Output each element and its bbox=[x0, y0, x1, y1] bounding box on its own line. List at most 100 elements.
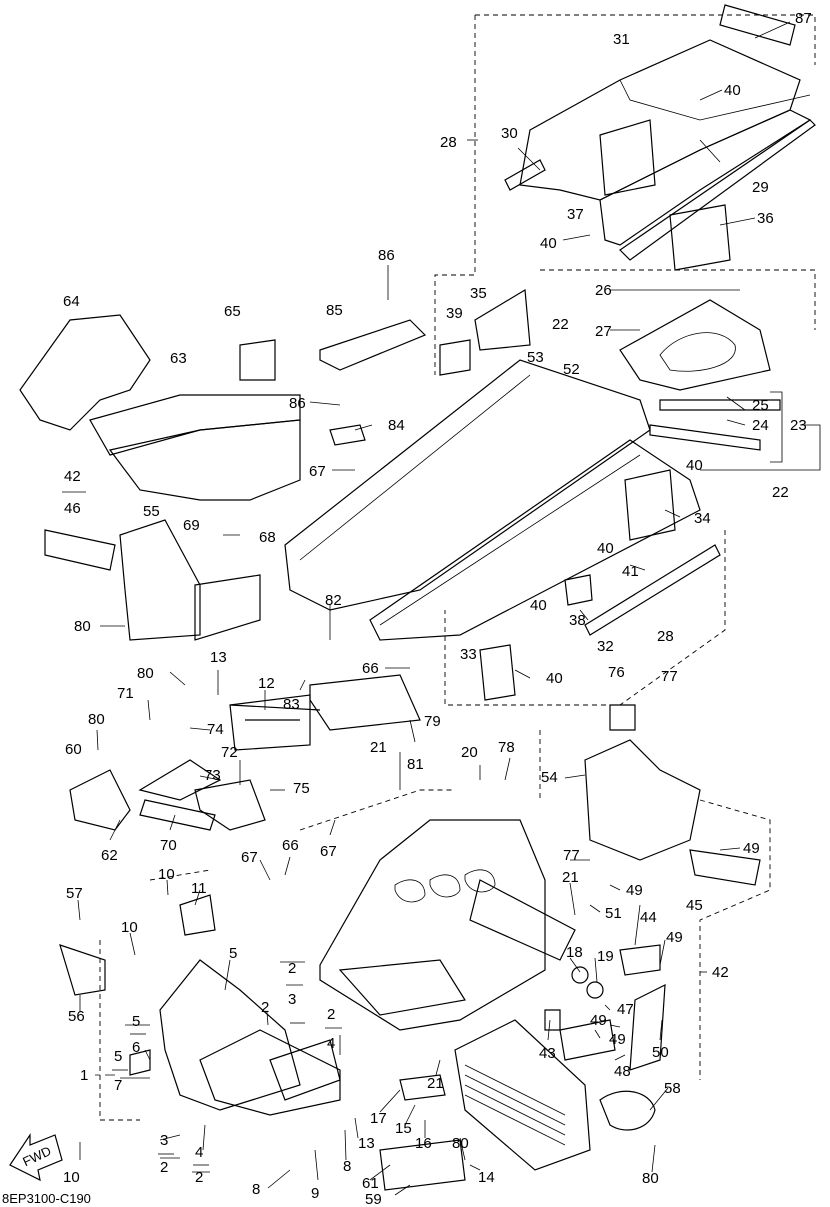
callout-20: 20 bbox=[461, 744, 478, 761]
callout-21: 21 bbox=[427, 1075, 444, 1092]
callout-45: 45 bbox=[686, 897, 703, 914]
callout-21: 21 bbox=[562, 869, 579, 886]
callout-30: 30 bbox=[501, 125, 518, 142]
fwd-arrow-icon: FWD bbox=[9, 1133, 63, 1182]
callout-3: 3 bbox=[160, 1132, 168, 1149]
part-misc-hardware bbox=[129, 704, 666, 1076]
callout-10: 10 bbox=[121, 919, 138, 936]
callout-5: 5 bbox=[132, 1013, 140, 1030]
callout-21: 21 bbox=[370, 739, 387, 756]
callout-34: 34 bbox=[694, 510, 711, 527]
callout-37: 37 bbox=[567, 206, 584, 223]
callout-15: 15 bbox=[395, 1120, 412, 1137]
callout-59: 59 bbox=[365, 1191, 382, 1207]
group-outline-frame bbox=[99, 789, 455, 1121]
callout-38: 38 bbox=[569, 612, 586, 629]
callout-51: 51 bbox=[605, 905, 622, 922]
callout-40: 40 bbox=[724, 82, 741, 99]
callout-49: 49 bbox=[609, 1031, 626, 1048]
group-outline-22 bbox=[540, 269, 816, 330]
callout-85: 85 bbox=[326, 302, 343, 319]
callout-80: 80 bbox=[88, 711, 105, 728]
callout-10: 10 bbox=[63, 1169, 80, 1186]
callout-49: 49 bbox=[626, 882, 643, 899]
callout-36: 36 bbox=[757, 210, 774, 227]
callout-67: 67 bbox=[309, 463, 326, 480]
callout-1: 1 bbox=[80, 1067, 88, 1084]
callout-58: 58 bbox=[664, 1080, 681, 1097]
callout-57: 57 bbox=[66, 885, 83, 902]
callout-19: 19 bbox=[597, 948, 614, 965]
callout-17: 17 bbox=[370, 1110, 387, 1127]
part-main-frame bbox=[284, 359, 721, 701]
callout-66: 66 bbox=[362, 660, 379, 677]
callout-2: 2 bbox=[261, 999, 269, 1016]
callout-29: 29 bbox=[752, 179, 769, 196]
part-plate-81 bbox=[229, 674, 421, 751]
callout-67: 67 bbox=[241, 849, 258, 866]
callout-84: 84 bbox=[388, 417, 405, 434]
callout-50: 50 bbox=[652, 1044, 669, 1061]
callout-54: 54 bbox=[541, 769, 558, 786]
callout-44: 44 bbox=[640, 909, 657, 926]
group-outline-1 bbox=[149, 869, 211, 881]
callout-40: 40 bbox=[546, 670, 563, 687]
callout-52: 52 bbox=[563, 361, 580, 378]
callout-27: 27 bbox=[595, 323, 612, 340]
callout-35: 35 bbox=[470, 285, 487, 302]
part-column-63-64 bbox=[19, 314, 301, 501]
callout-6: 6 bbox=[132, 1039, 140, 1056]
callout-65: 65 bbox=[224, 303, 241, 320]
callout-76: 76 bbox=[608, 664, 625, 681]
callout-80: 80 bbox=[452, 1135, 469, 1152]
callout-33: 33 bbox=[460, 646, 477, 663]
part-heat-exchanger bbox=[379, 1019, 656, 1191]
callout-69: 69 bbox=[183, 517, 200, 534]
callout-56: 56 bbox=[68, 1008, 85, 1025]
callout-67: 67 bbox=[320, 843, 337, 860]
callout-numbers: 87 31 40 28 30 29 37 36 40 86 35 26 64 6… bbox=[63, 10, 812, 1207]
callout-22: 22 bbox=[552, 316, 569, 333]
callout-46: 46 bbox=[64, 500, 81, 517]
callout-42: 42 bbox=[712, 964, 729, 981]
callout-48: 48 bbox=[614, 1063, 631, 1080]
callout-4: 4 bbox=[195, 1144, 203, 1161]
callout-8: 8 bbox=[252, 1181, 260, 1198]
callout-49: 49 bbox=[590, 1012, 607, 1029]
part-rear-cover bbox=[504, 4, 816, 271]
callout-82: 82 bbox=[325, 592, 342, 609]
callout-2: 2 bbox=[160, 1159, 168, 1176]
callout-40: 40 bbox=[540, 235, 557, 252]
callout-71: 71 bbox=[117, 685, 134, 702]
part-front-bulkhead bbox=[319, 819, 576, 1031]
callout-9: 9 bbox=[311, 1185, 319, 1202]
callout-78: 78 bbox=[498, 739, 515, 756]
callout-74: 74 bbox=[207, 721, 224, 738]
callout-70: 70 bbox=[160, 837, 177, 854]
part-bracket-54 bbox=[584, 704, 761, 886]
callout-64: 64 bbox=[63, 293, 80, 310]
callout-24: 24 bbox=[752, 417, 769, 434]
callout-49: 49 bbox=[666, 929, 683, 946]
callout-10: 10 bbox=[158, 866, 175, 883]
callout-87: 87 bbox=[795, 10, 812, 27]
callout-25: 25 bbox=[752, 397, 769, 414]
callout-77: 77 bbox=[661, 668, 678, 685]
callout-2: 2 bbox=[195, 1169, 203, 1186]
part-lower-frame bbox=[59, 944, 341, 1116]
part-panel-27 bbox=[619, 299, 781, 451]
callout-5: 5 bbox=[229, 945, 237, 962]
callout-43: 43 bbox=[539, 1045, 556, 1062]
callout-53: 53 bbox=[527, 349, 544, 366]
callout-8: 8 bbox=[343, 1158, 351, 1175]
callout-40: 40 bbox=[597, 540, 614, 557]
part-bracket-55 bbox=[44, 519, 261, 641]
group-outline-28-top bbox=[434, 14, 816, 375]
callout-63: 63 bbox=[170, 350, 187, 367]
callout-41: 41 bbox=[622, 563, 639, 580]
callout-28: 28 bbox=[440, 134, 457, 151]
callout-31: 31 bbox=[613, 31, 630, 48]
callout-16: 16 bbox=[415, 1135, 432, 1152]
